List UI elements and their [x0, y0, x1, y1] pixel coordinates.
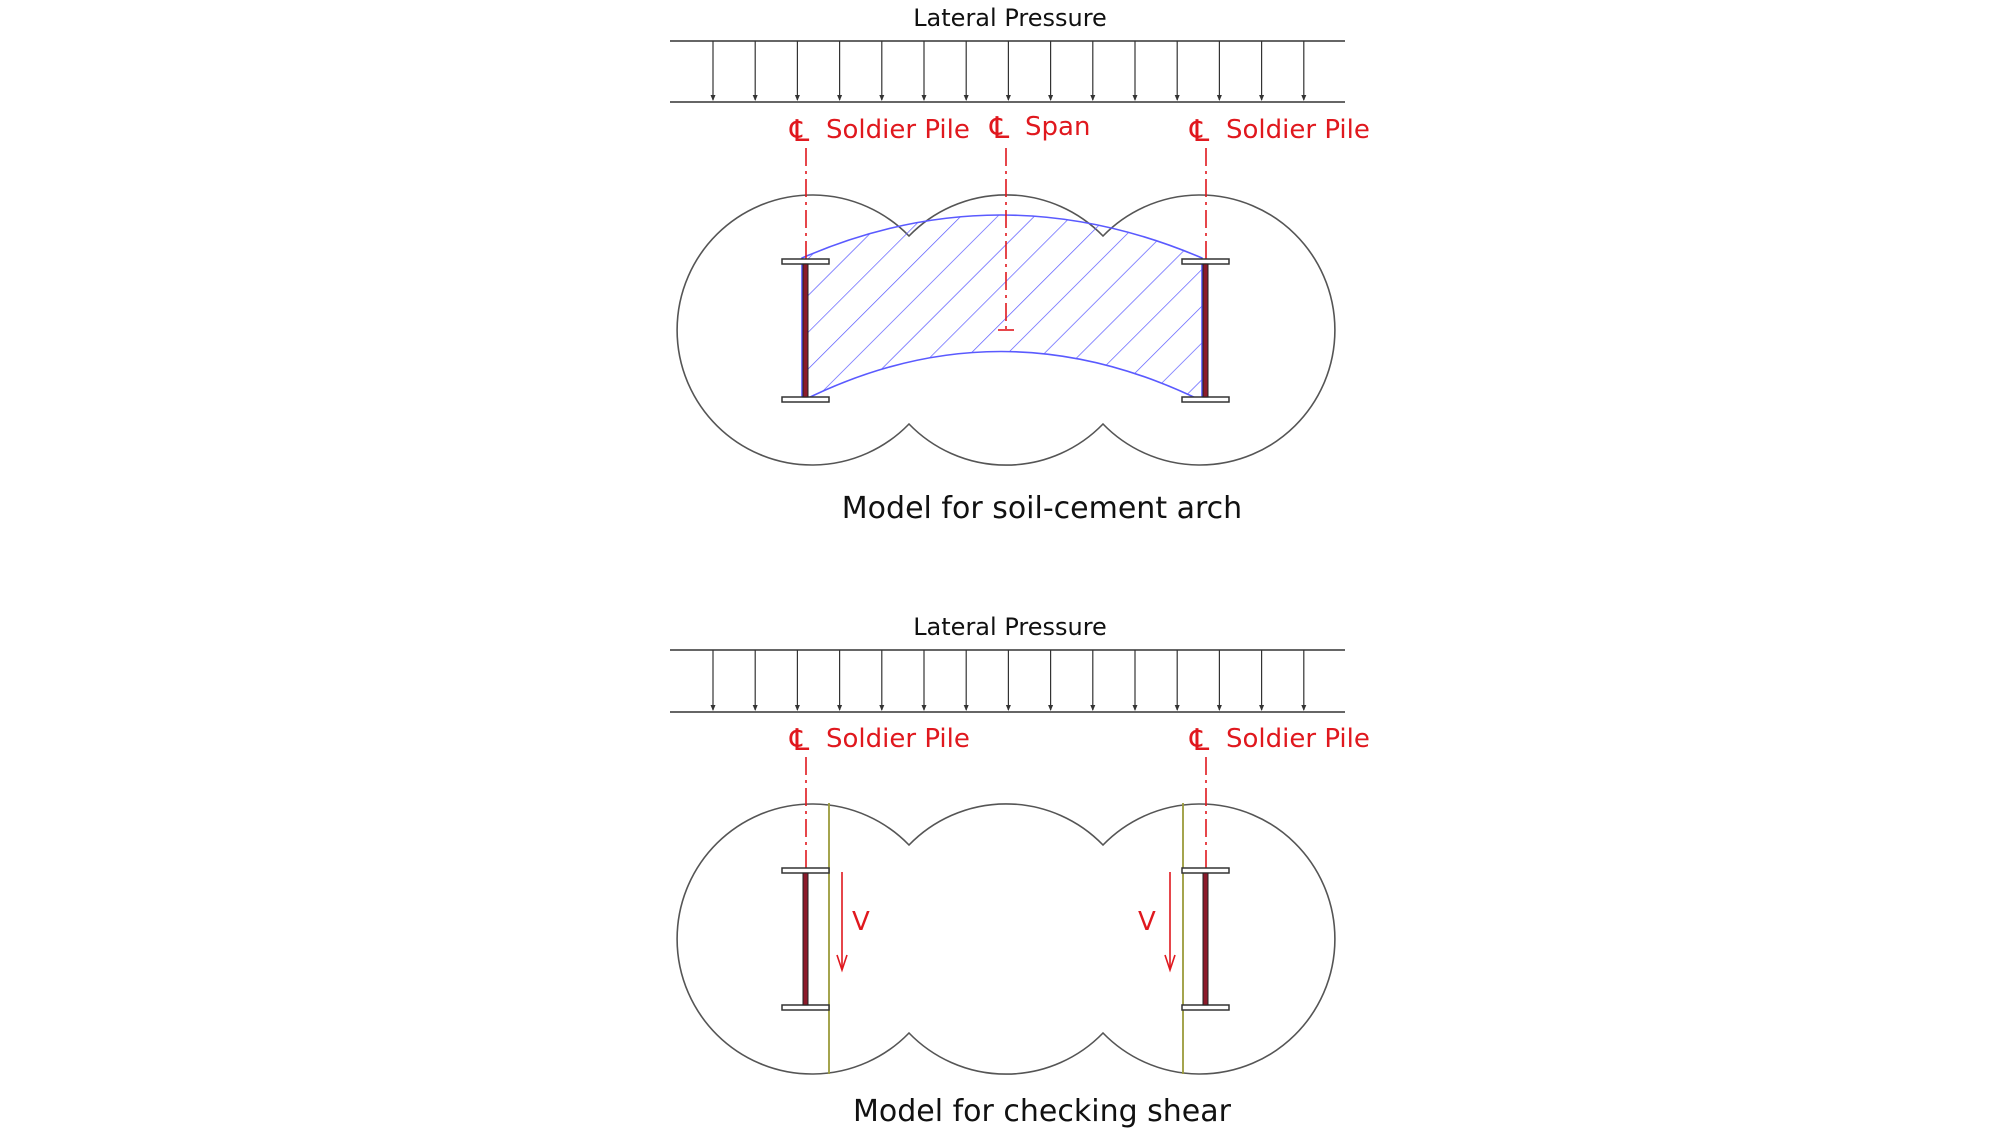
load-arrow-icon: [879, 650, 885, 711]
load-arrow-icon: [963, 41, 969, 101]
load-arrow-icon: [879, 41, 885, 101]
load-arrow-icon: [1301, 41, 1307, 101]
soldier-pile-right: [1181, 258, 1230, 403]
load-arrow-icon: [794, 650, 800, 711]
load-arrow-icon: [1005, 41, 1011, 101]
centerline-label-left-pile: ℄ Soldier Pile: [789, 114, 970, 149]
panel-soil-cement-arch: Lateral Pressure ℄ Soldier Pile ℄ Span ℄…: [670, 4, 1370, 526]
load-arrow-icon: [1005, 650, 1011, 711]
load-arrow-icon: [1174, 650, 1180, 711]
caption-checking-shear: Model for checking shear: [853, 1094, 1232, 1129]
centerline-label-left-pile: ℄ Soldier Pile: [789, 723, 970, 758]
load-arrow-icon: [1132, 650, 1138, 711]
load-arrow-icon: [921, 41, 927, 101]
shear-arrow-left-icon: [836, 872, 848, 973]
soldier-pile-left: [781, 867, 830, 1011]
lateral-pressure-load: [670, 40, 1345, 103]
load-arrow-icon: [1216, 650, 1222, 711]
centerline-label-right-pile: ℄ Soldier Pile: [1189, 114, 1370, 149]
centerline-label-text: Span: [1025, 112, 1090, 142]
centerline-label-span: ℄ Span: [989, 111, 1090, 146]
centerline-label-text: Soldier Pile: [826, 115, 970, 145]
load-arrow-icon: [1132, 41, 1138, 101]
centerline-label-text: Soldier Pile: [826, 724, 970, 754]
centerline-symbol-icon: ℄: [989, 111, 1009, 146]
soldier-pile-right: [1181, 867, 1230, 1011]
load-arrow-icon: [1174, 41, 1180, 101]
shear-arrow-right-icon: [1164, 872, 1176, 973]
load-arrow-icon: [837, 41, 843, 101]
load-arrow-icon: [794, 41, 800, 101]
centerline-symbol-icon: ℄: [1189, 723, 1209, 758]
load-arrow-icon: [710, 650, 716, 711]
load-arrow-icon: [921, 650, 927, 711]
load-arrow-icon: [837, 650, 843, 711]
centerline-label-right-pile: ℄ Soldier Pile: [1189, 723, 1370, 758]
caption-soil-cement-arch: Model for soil-cement arch: [842, 491, 1242, 526]
load-arrow-icon: [1259, 650, 1265, 711]
soil-cement-arch: [801, 214, 1203, 403]
lateral-pressure-label: Lateral Pressure: [913, 4, 1107, 32]
load-arrow-icon: [963, 650, 969, 711]
load-arrow-icon: [1048, 41, 1054, 101]
load-arrow-icon: [1301, 650, 1307, 711]
load-arrow-icon: [752, 41, 758, 101]
load-arrow-icon: [752, 650, 758, 711]
load-arrow-icon: [1090, 41, 1096, 101]
load-arrow-icon: [1216, 41, 1222, 101]
shear-label-left: V: [852, 907, 870, 937]
panel-checking-shear: Lateral Pressure ℄ Soldier Pile ℄ Soldie…: [670, 613, 1370, 1129]
soil-cement-columns-outline: [676, 803, 1336, 1075]
centerline-label-text: Soldier Pile: [1226, 724, 1370, 754]
centerline-label-text: Soldier Pile: [1226, 115, 1370, 145]
centerline-symbol-icon: ℄: [789, 114, 809, 149]
soldier-pile-left: [781, 258, 830, 403]
load-arrow-icon: [1259, 41, 1265, 101]
shear-label-right: V: [1138, 907, 1156, 937]
load-arrow-icon: [1048, 650, 1054, 711]
lateral-pressure-label: Lateral Pressure: [913, 613, 1107, 641]
load-arrow-icon: [1090, 650, 1096, 711]
lateral-pressure-load: [670, 649, 1345, 713]
soil-cement-columns-outline: [676, 194, 1336, 466]
centerline-symbol-icon: ℄: [789, 723, 809, 758]
centerline-symbol-icon: ℄: [1189, 114, 1209, 149]
load-arrow-icon: [710, 41, 716, 101]
